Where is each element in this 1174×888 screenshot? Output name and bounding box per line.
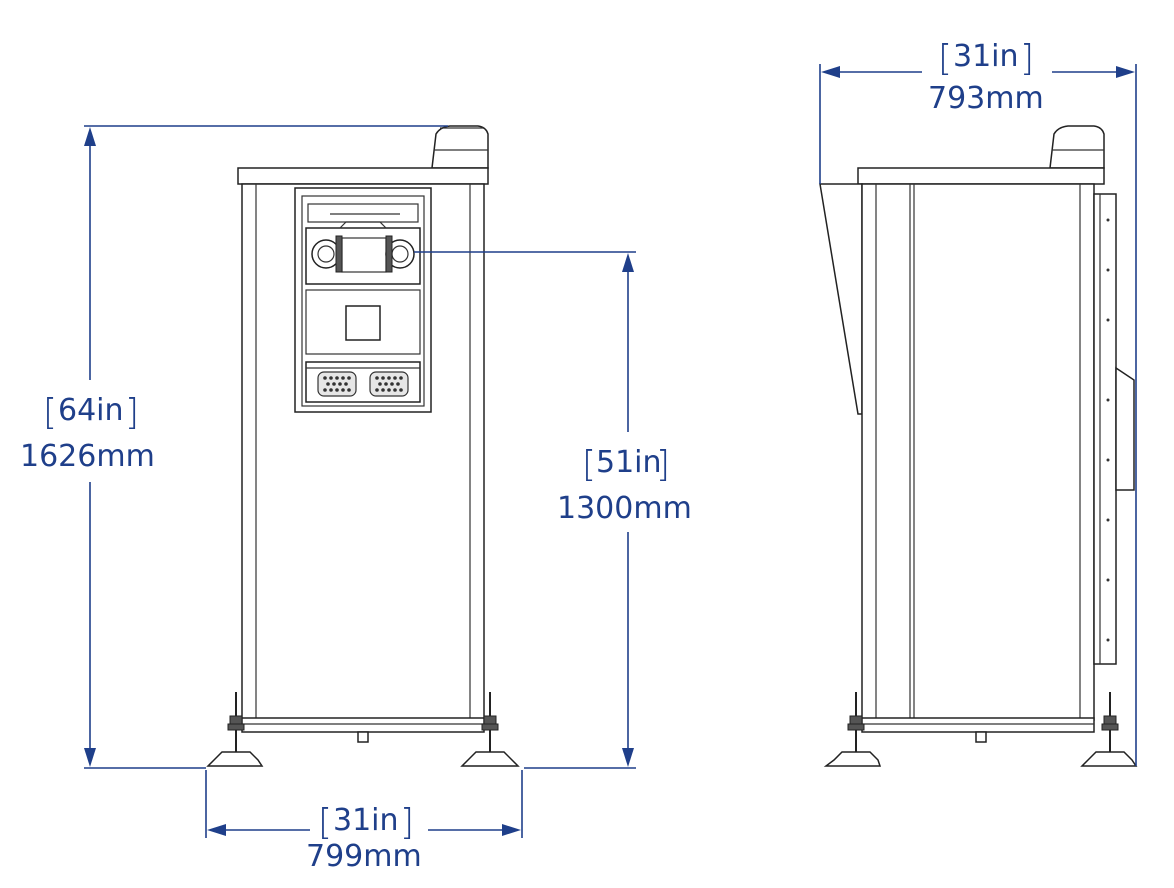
side-bottom-rail [861, 717, 1095, 733]
svg-text:]: ] [656, 444, 670, 485]
display-height-metric-label: 1300mm [557, 491, 692, 526]
front-view [206, 125, 520, 767]
side-view [819, 125, 1138, 767]
dimension-display-height: [ ] 51in 1300mm [414, 251, 692, 769]
side-depth-metric-label: 793mm [928, 81, 1044, 116]
svg-text:]: ] [400, 802, 414, 843]
height-imperial-label: 64in [58, 393, 124, 428]
display-height-imperial-label: 51in [596, 445, 662, 480]
side-hood [819, 183, 863, 415]
side-beacon [1049, 125, 1105, 169]
side-cabinet [861, 183, 1095, 721]
front-display-panel [294, 187, 432, 413]
front-top-cap [237, 167, 489, 185]
front-width-metric-label: 799mm [306, 839, 422, 874]
front-foot-left [206, 692, 264, 767]
side-rear-handle [1115, 366, 1135, 491]
side-foot-right [1080, 692, 1138, 767]
front-foot-right [460, 692, 520, 767]
front-scanner-window [345, 305, 381, 341]
front-width-imperial-label: 31in [333, 803, 399, 838]
svg-text:[: [ [318, 802, 332, 843]
svg-text:[: [ [43, 392, 57, 433]
svg-text:]: ] [125, 392, 139, 433]
front-beacon [431, 125, 489, 169]
dimension-front-width: [ ] 31in 799mm [205, 770, 523, 874]
height-metric-label: 1626mm [20, 439, 155, 474]
side-foot-left [823, 692, 882, 767]
dimension-side-depth: [ ] 31in 793mm [819, 38, 1137, 766]
side-depth-imperial-label: 31in [953, 39, 1019, 74]
svg-text:[: [ [582, 444, 596, 485]
side-top-cap [857, 167, 1105, 185]
svg-text:]: ] [1020, 38, 1034, 79]
front-bottom-rail [241, 717, 485, 733]
svg-text:[: [ [938, 38, 952, 79]
side-rear-door [1093, 193, 1117, 665]
dimension-height: [ ] 64in 1626mm [20, 125, 448, 769]
